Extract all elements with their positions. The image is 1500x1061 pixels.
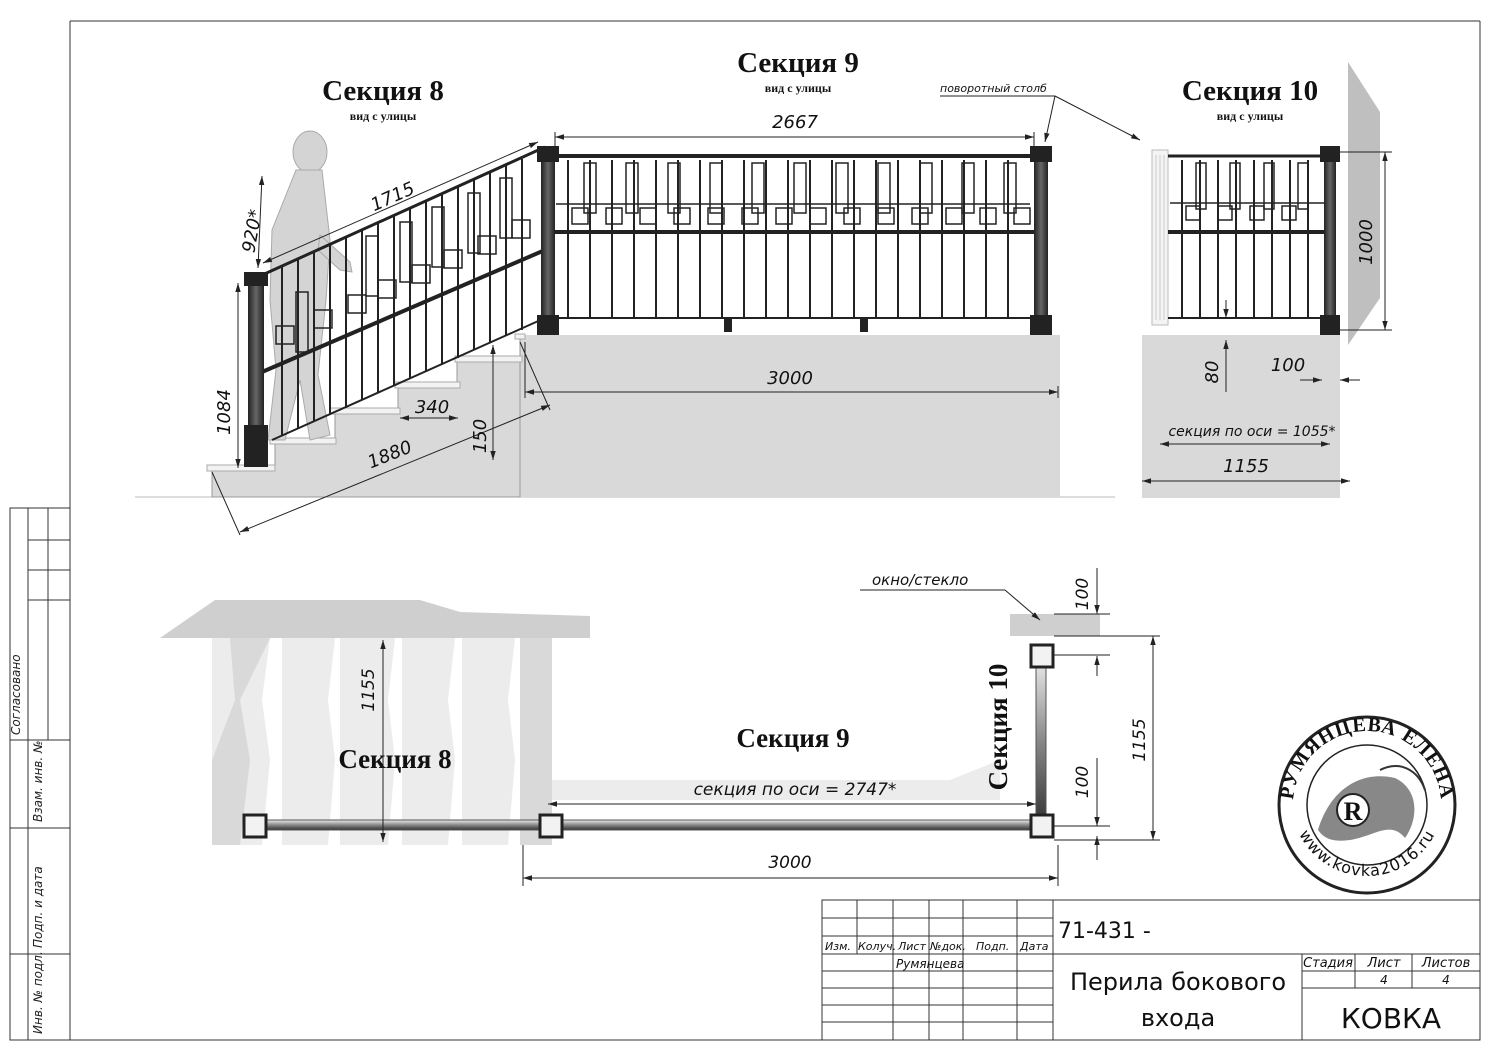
agreed-label: Согласовано bbox=[9, 654, 23, 735]
axis-label-s9: секция по оси = 2747* bbox=[694, 780, 897, 800]
sheets-total: 4 bbox=[1442, 973, 1450, 987]
title-section-10: Секция 10 bbox=[1182, 75, 1318, 107]
dim-2667: 2667 bbox=[772, 112, 818, 133]
dim-3000-elev: 3000 bbox=[767, 368, 813, 389]
subtitle-section-9: вид с улицы bbox=[765, 81, 832, 95]
dim-1155-s10: 1155 bbox=[1223, 456, 1269, 477]
dim-340: 340 bbox=[415, 397, 449, 418]
header-list: Лист bbox=[897, 940, 926, 953]
dim-100-bottom: 100 bbox=[1073, 766, 1093, 798]
subtitle-section-10: вид с улицы bbox=[1217, 109, 1284, 123]
dim-100-top: 100 bbox=[1073, 578, 1093, 610]
person-silhouette bbox=[267, 130, 353, 441]
elevation-s8-s9: Секция 8 вид с улицы Секция 9 вид с улиц… bbox=[135, 47, 1141, 536]
header-sheet: Лист bbox=[1367, 956, 1401, 971]
header-kol: Колуч. bbox=[858, 940, 896, 953]
inv-swap-label: Взам. инв. № bbox=[31, 741, 45, 822]
header-data: Дата bbox=[1019, 940, 1049, 953]
company-stamp: РУМЯНЦЕВА ЕЛЕНА www.kovka2016.ru R bbox=[1276, 714, 1457, 895]
author-name: Румянцева bbox=[896, 957, 964, 971]
window-label: окно/стекло bbox=[872, 571, 968, 589]
header-podp: Подп. bbox=[976, 940, 1009, 953]
plan-title-s10: Секция 10 bbox=[983, 664, 1013, 791]
dim-150: 150 bbox=[470, 419, 491, 453]
sign-date-label: Подп. и дата bbox=[31, 866, 45, 948]
railing-section-9 bbox=[537, 146, 1052, 335]
dim-1155-plan-right: 1155 bbox=[1130, 718, 1150, 761]
dim-80: 80 bbox=[1202, 361, 1223, 384]
sheet-frame bbox=[9, 20, 1481, 1041]
subtitle-section-8: вид с улицы bbox=[350, 109, 417, 123]
pivot-post-label: поворотный столб bbox=[940, 82, 1047, 95]
drawing-name-line2: входа bbox=[1141, 1004, 1215, 1032]
plan-title-s9: Секция 9 bbox=[736, 723, 849, 753]
header-sheets: Листов bbox=[1421, 956, 1471, 971]
inv-orig-label: Инв. № подл. bbox=[31, 951, 45, 1034]
plan-title-s8: Секция 8 bbox=[338, 744, 451, 774]
plan-view: Секция 8 Секция 9 Секция 10 окно/стекло … bbox=[160, 568, 1160, 886]
dim-100-s10: 100 bbox=[1271, 355, 1305, 376]
sheet-number: 4 bbox=[1380, 973, 1388, 987]
title-section-9: Секция 9 bbox=[737, 47, 859, 79]
drawing-code: 71-431 - bbox=[1058, 919, 1151, 944]
dim-1084: 1084 bbox=[214, 389, 235, 435]
title-section-8: Секция 8 bbox=[322, 75, 444, 107]
elevation-s10: Секция 10 вид с улицы 1000 80 100 секция… bbox=[1142, 62, 1392, 498]
dim-1155-plan-left: 1155 bbox=[359, 668, 379, 711]
dim-1000: 1000 bbox=[1356, 219, 1377, 265]
axis-label-s10: секция по оси = 1055* bbox=[1168, 424, 1335, 440]
title-block bbox=[821, 899, 1481, 1041]
organization-name: КОВКА bbox=[1341, 1002, 1441, 1035]
dim-3000-plan: 3000 bbox=[768, 853, 811, 873]
header-ndoc: №док. bbox=[929, 940, 966, 953]
drawing-name-line1: Перила бокового bbox=[1070, 968, 1286, 996]
dim-920: 920* bbox=[238, 208, 266, 254]
header-stage: Стадия bbox=[1303, 956, 1353, 971]
stamp-letter: R bbox=[1344, 797, 1363, 826]
header-izm: Изм. bbox=[825, 940, 851, 953]
